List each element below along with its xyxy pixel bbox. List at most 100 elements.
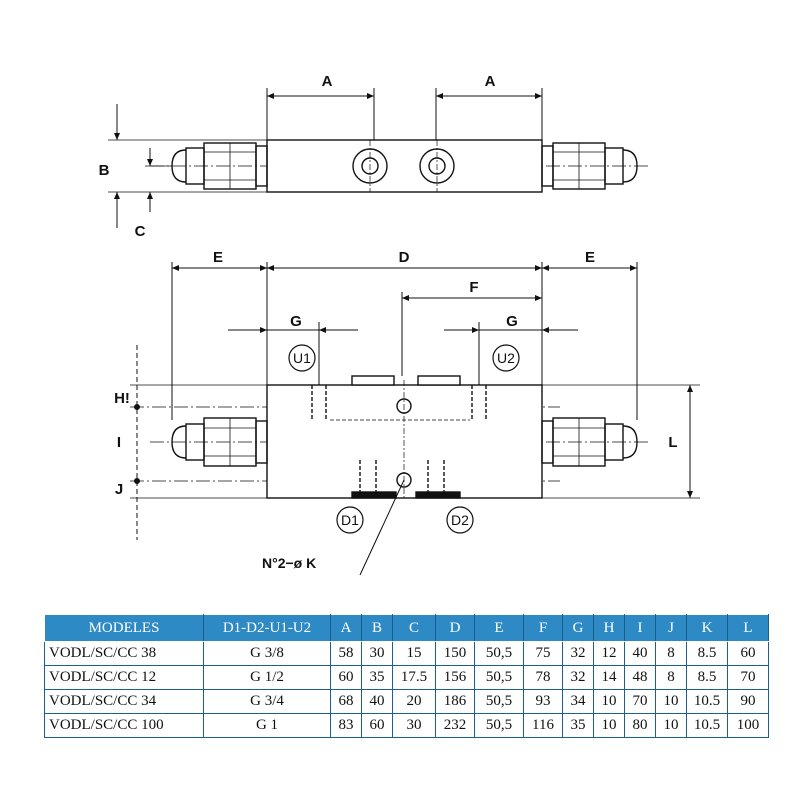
table-cell: 15	[392, 641, 436, 666]
table-cell: 75	[523, 641, 563, 666]
table-cell: 34	[562, 689, 594, 714]
dim-label-G-left: G	[290, 313, 302, 330]
dim-label-H: H!	[114, 390, 130, 407]
header-K: K	[686, 614, 728, 642]
dim-label-A-left: A	[322, 73, 333, 90]
table-cell: 10	[655, 689, 687, 714]
table-cell: 10	[655, 713, 687, 738]
dim-label-D: D	[399, 249, 410, 266]
table-cell: VODL/SC/CC 38	[44, 641, 204, 666]
port-label-U2: U2	[497, 350, 515, 366]
dim-label-B: B	[99, 162, 110, 179]
table-cell: 50,5	[474, 641, 524, 666]
table-cell: 70	[624, 689, 656, 714]
header-E: E	[474, 614, 524, 642]
table-cell: 68	[330, 689, 362, 714]
table-cell: 32	[562, 641, 594, 666]
header-B: B	[361, 614, 393, 642]
dim-label-E-left: E	[213, 249, 223, 266]
dim-label-E-right: E	[585, 249, 595, 266]
header-J: J	[655, 614, 687, 642]
header-C: C	[392, 614, 436, 642]
table-cell: 30	[392, 713, 436, 738]
left-fitting-top	[171, 142, 268, 190]
header-I: I	[624, 614, 656, 642]
table-cell: 186	[435, 689, 475, 714]
table-cell: VODL/SC/CC 12	[44, 665, 204, 690]
table-cell: 78	[523, 665, 563, 690]
table-cell: VODL/SC/CC 100	[44, 713, 204, 738]
table-row: VODL/SC/CC 34 G 3/4 68 40 20 186 50,5 93…	[44, 689, 769, 714]
hole-note: N°2−ø K	[262, 555, 316, 571]
table-cell: 8.5	[686, 665, 728, 690]
table-row: VODL/SC/CC 38 G 3/8 58 30 15 150 50,5 75…	[44, 641, 769, 666]
top-view	[150, 139, 650, 193]
table-row: VODL/SC/CC 100 G 1 83 60 30 232 50,5 116…	[44, 713, 769, 738]
table-header-row: MODELES D1-D2-U1-U2 A B C D E F G H I J …	[44, 614, 769, 642]
table-cell: 8	[655, 641, 687, 666]
table-cell: 14	[593, 665, 625, 690]
table-cell: 35	[562, 713, 594, 738]
header-G: G	[562, 614, 594, 642]
table-cell: 232	[435, 713, 475, 738]
port-label-U1: U1	[293, 350, 311, 366]
table-cell: 93	[523, 689, 563, 714]
table-cell: 40	[361, 689, 393, 714]
table-cell: G 1	[203, 713, 331, 738]
table-cell: 10	[593, 713, 625, 738]
table-cell: 10.5	[686, 713, 728, 738]
table-cell: 60	[330, 665, 362, 690]
header-ports: D1-D2-U1-U2	[203, 614, 331, 642]
table-cell: 100	[727, 713, 769, 738]
table-cell: 10	[593, 689, 625, 714]
table-cell: G 1/2	[203, 665, 331, 690]
technical-drawing: A A B C	[99, 73, 700, 576]
table-cell: 8.5	[686, 641, 728, 666]
table-cell: 48	[624, 665, 656, 690]
table-cell: 8	[655, 665, 687, 690]
table-cell: 17.5	[392, 665, 436, 690]
front-dimensions	[130, 262, 700, 576]
top-dimensions	[108, 88, 543, 228]
left-fitting-front	[171, 417, 268, 467]
header-L: L	[727, 614, 769, 642]
front-view	[130, 375, 650, 500]
header-modeles: MODELES	[44, 614, 204, 642]
port-label-D1: D1	[341, 512, 359, 528]
table-cell: 30	[361, 641, 393, 666]
table-cell: VODL/SC/CC 34	[44, 689, 204, 714]
dim-label-L: L	[668, 434, 677, 451]
table-cell: 10.5	[686, 689, 728, 714]
dim-label-G-right: G	[506, 313, 518, 330]
table-cell: 116	[523, 713, 563, 738]
right-fitting-front	[541, 417, 638, 467]
header-F: F	[523, 614, 563, 642]
dim-label-C: C	[135, 223, 146, 240]
dim-label-F: F	[469, 279, 478, 296]
table-cell: 20	[392, 689, 436, 714]
dim-label-I: I	[117, 434, 121, 451]
dim-label-J: J	[115, 481, 123, 498]
table-cell: 50,5	[474, 665, 524, 690]
table-cell: 35	[361, 665, 393, 690]
header-H: H	[593, 614, 625, 642]
specifications-table: MODELES D1-D2-U1-U2 A B C D E F G H I J …	[44, 614, 769, 738]
table-cell: 80	[624, 713, 656, 738]
port-label-D2: D2	[451, 512, 469, 528]
table-cell: 50,5	[474, 713, 524, 738]
table-cell: 83	[330, 713, 362, 738]
right-fitting-top	[541, 142, 638, 190]
table-cell: 156	[435, 665, 475, 690]
dim-label-A-right: A	[485, 73, 496, 90]
table-cell: 58	[330, 641, 362, 666]
header-D: D	[435, 614, 475, 642]
table-cell: 90	[727, 689, 769, 714]
table-row: VODL/SC/CC 12 G 1/2 60 35 17.5 156 50,5 …	[44, 665, 769, 690]
table-cell: 40	[624, 641, 656, 666]
table-cell: 12	[593, 641, 625, 666]
table-cell: 60	[727, 641, 769, 666]
table-cell: 32	[562, 665, 594, 690]
header-A: A	[330, 614, 362, 642]
table-cell: 50,5	[474, 689, 524, 714]
table-cell: G 3/4	[203, 689, 331, 714]
